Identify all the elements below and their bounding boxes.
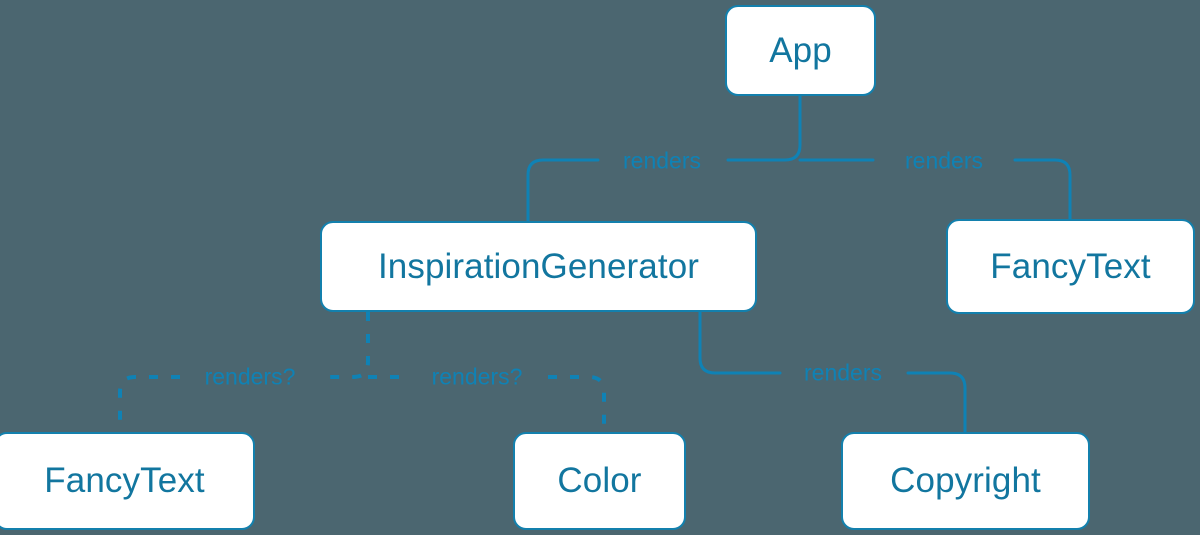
edge-ig-to-copyright: [698, 310, 782, 375]
node-inspiration-generator[interactable]: InspirationGenerator: [320, 221, 757, 312]
node-color-label: Color: [557, 461, 642, 500]
edge-label-ig-to-fancytext: renders?: [204, 363, 296, 390]
node-inspiration-generator-label: InspirationGenerator: [377, 246, 700, 286]
edge-app-to-inspiration: [526, 158, 600, 223]
edge-label-app-to-inspiration: renders: [623, 147, 701, 174]
edge-label-ig-to-copyright: renders: [804, 359, 882, 386]
edge-ig-dashed-stem: [320, 312, 370, 379]
node-app[interactable]: App: [725, 5, 876, 96]
node-fancytext-bottom[interactable]: FancyText: [0, 432, 255, 530]
node-app-label: App: [769, 30, 832, 70]
edge-copyright-tail: [906, 371, 967, 434]
edge-ig-to-fancytext-dashed: [118, 375, 180, 432]
node-copyright-label: Copyright: [890, 461, 1041, 500]
node-fancytext-top-label: FancyText: [990, 246, 1151, 286]
edge-label-app-to-fancytext: renders: [905, 147, 983, 174]
node-fancytext-top[interactable]: FancyText: [946, 219, 1195, 314]
node-color[interactable]: Color: [513, 432, 686, 530]
edge-app-to-fancytext: [1013, 158, 1072, 221]
edge-app-stem: [726, 94, 802, 162]
node-fancytext-bottom-label: FancyText: [44, 461, 205, 500]
edge-ig-to-color-dashed: [548, 375, 606, 432]
node-copyright[interactable]: Copyright: [841, 432, 1090, 530]
edge-label-ig-to-color: renders?: [431, 363, 523, 390]
